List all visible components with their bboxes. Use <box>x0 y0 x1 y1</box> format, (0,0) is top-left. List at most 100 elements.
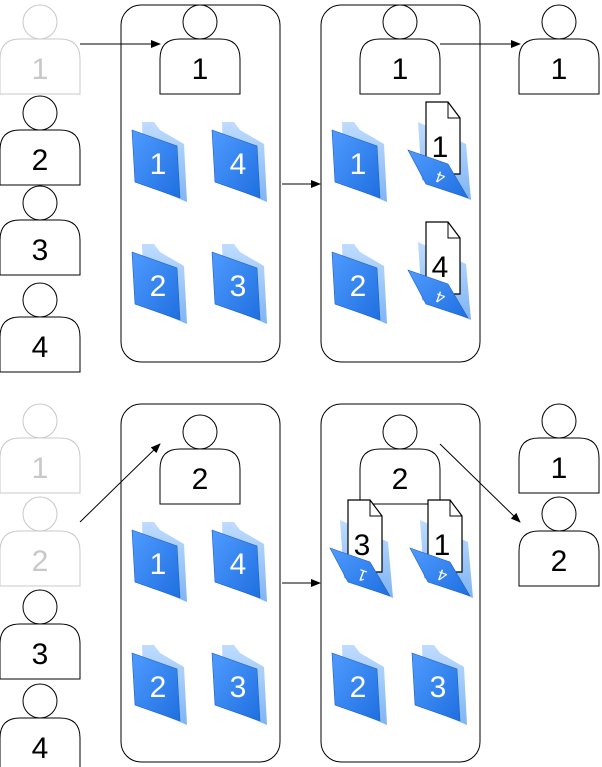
person-head-icon <box>182 414 218 450</box>
document-corner-icon <box>449 500 462 517</box>
folder-front-icon <box>131 529 181 599</box>
s1-after-open-folder-1: 14 <box>407 101 471 200</box>
folder-front-icon <box>131 251 181 321</box>
person-body-icon <box>0 219 81 276</box>
folder-front-icon <box>331 129 381 199</box>
panel-s2-before <box>120 403 281 763</box>
folder-number: 3 <box>230 270 247 303</box>
person-head-icon <box>182 4 218 40</box>
person-body-icon <box>359 448 441 505</box>
s1-queue-user-2: 2 <box>0 95 81 186</box>
folder-front-icon <box>411 652 461 722</box>
s2-queue-user-1: 1 <box>0 403 81 494</box>
s1-before-folder-2: 2 <box>131 244 187 324</box>
folder-number: 1 <box>150 548 167 581</box>
person-head-icon <box>541 496 577 532</box>
person-body-icon <box>0 530 81 587</box>
person-number: 4 <box>32 331 49 364</box>
person-number: 2 <box>551 545 568 578</box>
s1-before-active-user: 1 <box>159 4 241 95</box>
folder-front-icon <box>211 251 261 321</box>
person-head-icon <box>541 4 577 40</box>
person-body-icon <box>0 316 81 373</box>
s1-output-user-1: 1 <box>518 4 600 95</box>
person-number: 2 <box>192 463 209 496</box>
s1-queue-user-3: 3 <box>0 185 81 276</box>
person-body-icon <box>0 38 81 95</box>
open-folder-front-icon <box>407 269 469 319</box>
panel-s2-after <box>320 403 481 763</box>
folder-number: 3 <box>230 671 247 704</box>
person-body-icon <box>0 437 81 494</box>
person-head-icon <box>22 403 58 439</box>
s2-queue-user-3: 3 <box>0 589 81 680</box>
folder-number: 3 <box>430 671 447 704</box>
folder-front-icon <box>331 652 381 722</box>
folder-number: 2 <box>350 671 367 704</box>
s1-before-folder-1: 1 <box>131 122 187 202</box>
folder-front-icon <box>331 251 381 321</box>
s2-before-folder-3: 3 <box>211 645 267 725</box>
person-number: 1 <box>551 452 568 485</box>
document-number: 4 <box>432 251 449 284</box>
person-body-icon <box>518 38 600 95</box>
folder-number: 1 <box>350 148 367 181</box>
folder-number: 2 <box>350 270 367 303</box>
s2-queue-user-4: 4 <box>0 683 81 767</box>
person-body-icon <box>518 437 600 494</box>
arrow-s2-panel-to-output <box>439 443 521 523</box>
person-number: 1 <box>392 53 409 86</box>
s2-before-folder-1: 1 <box>131 522 187 602</box>
person-head-icon <box>22 4 58 40</box>
folder-number: 2 <box>150 270 167 303</box>
person-body-icon <box>359 38 441 95</box>
s2-after-folder-2: 2 <box>331 645 387 725</box>
folder-front-icon <box>211 529 261 599</box>
person-number: 1 <box>32 53 49 86</box>
person-body-icon <box>0 129 81 186</box>
person-head-icon <box>22 589 58 625</box>
person-number: 4 <box>32 732 49 765</box>
s2-before-folder-2: 2 <box>131 645 187 725</box>
person-head-icon <box>22 185 58 221</box>
person-body-icon <box>0 717 81 767</box>
person-head-icon <box>22 496 58 532</box>
s1-after-open-folder-2: 44 <box>407 221 471 320</box>
s2-output-user-2: 2 <box>518 496 600 587</box>
person-head-icon <box>22 282 58 318</box>
folder-number: 2 <box>150 671 167 704</box>
person-number: 2 <box>32 545 49 578</box>
s1-after-folder-1: 1 <box>331 122 387 202</box>
s2-output-user-1: 1 <box>518 403 600 494</box>
person-body-icon <box>518 530 600 587</box>
arrow-s2-queue-to-panel <box>79 443 161 523</box>
person-body-icon <box>159 38 241 95</box>
person-number: 2 <box>32 144 49 177</box>
folder-number: 1 <box>150 148 167 181</box>
s2-after-open-folder-2: 14 <box>409 499 473 598</box>
folder-front-icon <box>211 129 261 199</box>
person-number: 3 <box>32 638 49 671</box>
document-number: 3 <box>354 529 371 562</box>
s2-after-active-user: 2 <box>359 414 441 505</box>
person-number: 1 <box>551 53 568 86</box>
document-number: 1 <box>434 529 451 562</box>
folder-number: 4 <box>230 548 247 581</box>
folder-number: 4 <box>230 148 247 181</box>
open-folder-front-icon <box>407 149 469 199</box>
folder-front-icon <box>131 652 181 722</box>
s1-after-active-user: 1 <box>359 4 441 95</box>
document-number: 1 <box>432 131 449 164</box>
person-number: 1 <box>192 53 209 86</box>
person-head-icon <box>382 414 418 450</box>
person-number: 1 <box>32 452 49 485</box>
person-head-icon <box>541 403 577 439</box>
document-corner-icon <box>447 102 460 119</box>
s1-queue-user-1: 1 <box>0 4 81 95</box>
s1-after-folder-2: 2 <box>331 244 387 324</box>
s2-after-open-folder-1: 31 <box>329 499 393 598</box>
person-body-icon <box>159 448 241 505</box>
person-number: 3 <box>32 234 49 267</box>
open-folder-front-icon <box>329 547 391 597</box>
